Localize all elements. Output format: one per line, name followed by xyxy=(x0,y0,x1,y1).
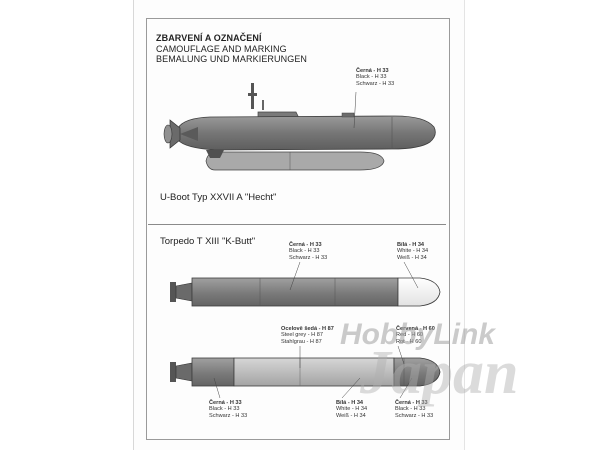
watermark-brand-sub: Japan xyxy=(360,339,519,407)
torpedo-top-body-label: Černá - H 33 Black - H 33 Schwarz - H 33 xyxy=(289,242,328,261)
torpedo-bottom-warhead xyxy=(393,357,441,387)
keel-fin xyxy=(206,150,224,158)
antenna-mast xyxy=(262,100,264,110)
submarine-drawing xyxy=(163,83,436,171)
deck-hatch xyxy=(341,112,355,118)
torpedo-top-tailfin xyxy=(170,282,176,302)
periscope-head xyxy=(248,93,257,96)
submarine-hull xyxy=(177,115,436,151)
torpedo-top-drawing xyxy=(170,277,441,307)
torpedo-bottom-tailfin xyxy=(170,362,176,382)
page-frame xyxy=(146,18,450,440)
submarine-caption: U-Boot Typ XXVII A "Hecht" xyxy=(160,192,277,203)
underslung-torpedo xyxy=(205,151,385,171)
torpedo-top-nose xyxy=(397,277,441,307)
submarine-color-label: Černá - H 33 Black - H 33 Schwarz - H 33 xyxy=(356,68,395,87)
torpedo-bottom-left-label: Černá - H 33 Black - H 33 Schwarz - H 33 xyxy=(209,400,248,419)
section-divider xyxy=(148,224,446,225)
torpedo-top-body xyxy=(191,277,399,307)
title-czech: ZBARVENÍ A OZNAČENÍ xyxy=(156,33,262,43)
torpedo-bottom-drawing xyxy=(170,357,441,387)
torpedo-caption: Torpedo T XIII "K-Butt" xyxy=(160,236,256,247)
torpedo-bottom-steel-section xyxy=(233,357,395,387)
title-english: CAMOUFLAGE AND MARKING xyxy=(156,44,287,54)
leader-lines xyxy=(213,91,419,399)
torpedo-top-nose-label: Bílá - H 34 White - H 34 Weiß - H 34 xyxy=(397,242,429,261)
propeller xyxy=(163,124,173,144)
title-german: BEMALUNG UND MARKIERUNGEN xyxy=(156,54,308,64)
torpedo-bottom-right-label: Černá - H 33 Black - H 33 Schwarz - H 33 xyxy=(395,400,434,419)
torpedo-bottom-tail-section xyxy=(191,357,235,387)
watermark-brand: HobbyLink xyxy=(340,318,495,351)
torpedo-steel-grey-label: Ocelově šedá - H 87 Steel grey - H 87 St… xyxy=(281,326,334,345)
torpedo-red-label: Červená - H 60 Red - H 60 Rot - H 60 xyxy=(396,326,435,345)
torpedo-bottom-white-label: Bílá - H 34 White - H 34 Weiß - H 34 xyxy=(336,400,368,419)
stern-fin xyxy=(180,127,198,141)
